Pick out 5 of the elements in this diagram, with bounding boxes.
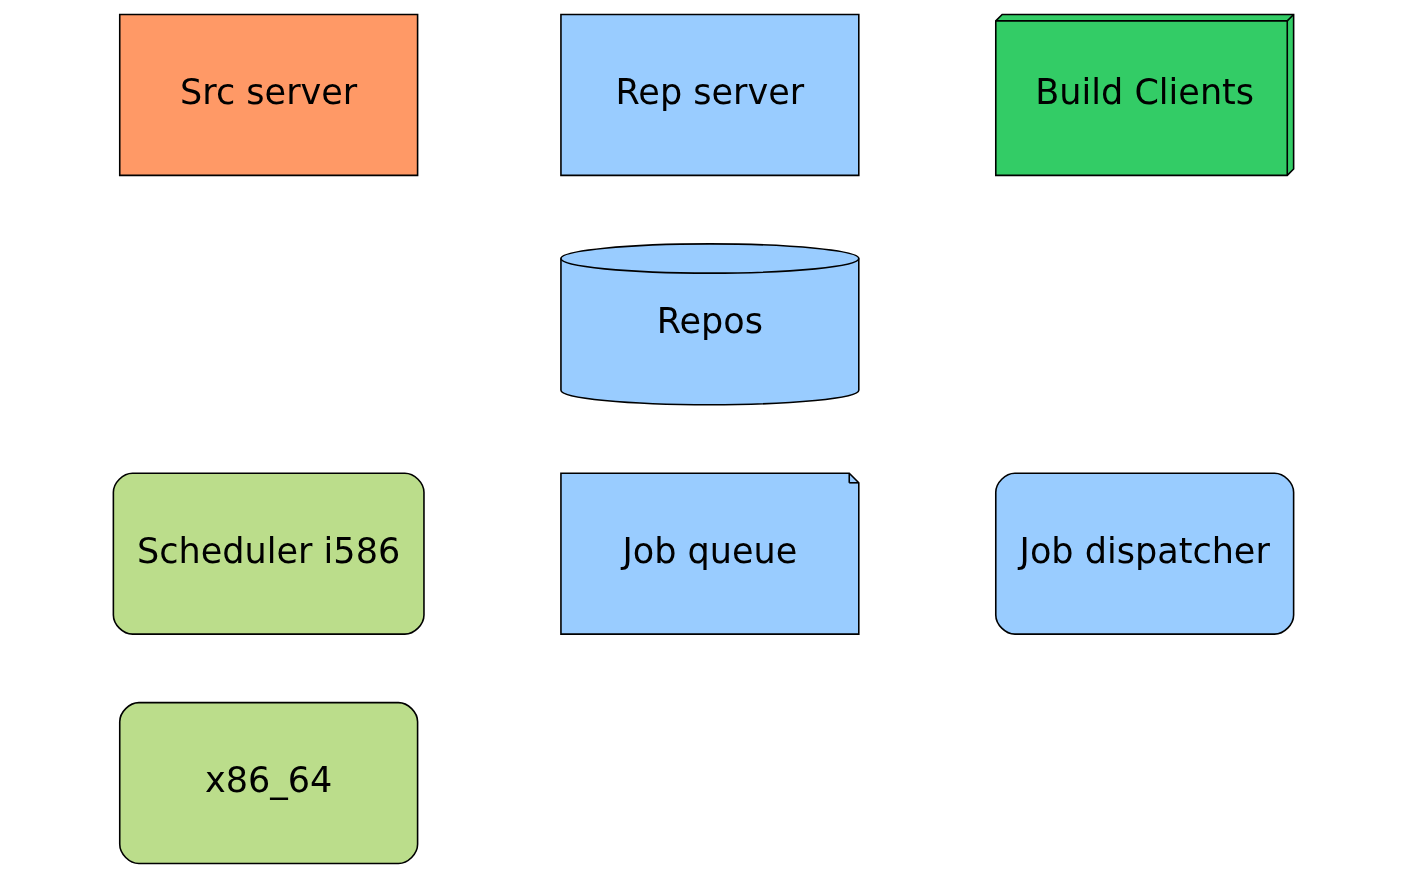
- node-box: Scheduler i586: [112, 472, 425, 635]
- node-box: Job dispatcher: [994, 472, 1294, 635]
- node-box: Rep server: [559, 13, 860, 177]
- node-box: x86_64: [118, 701, 418, 865]
- node-box: Src server: [118, 13, 418, 177]
